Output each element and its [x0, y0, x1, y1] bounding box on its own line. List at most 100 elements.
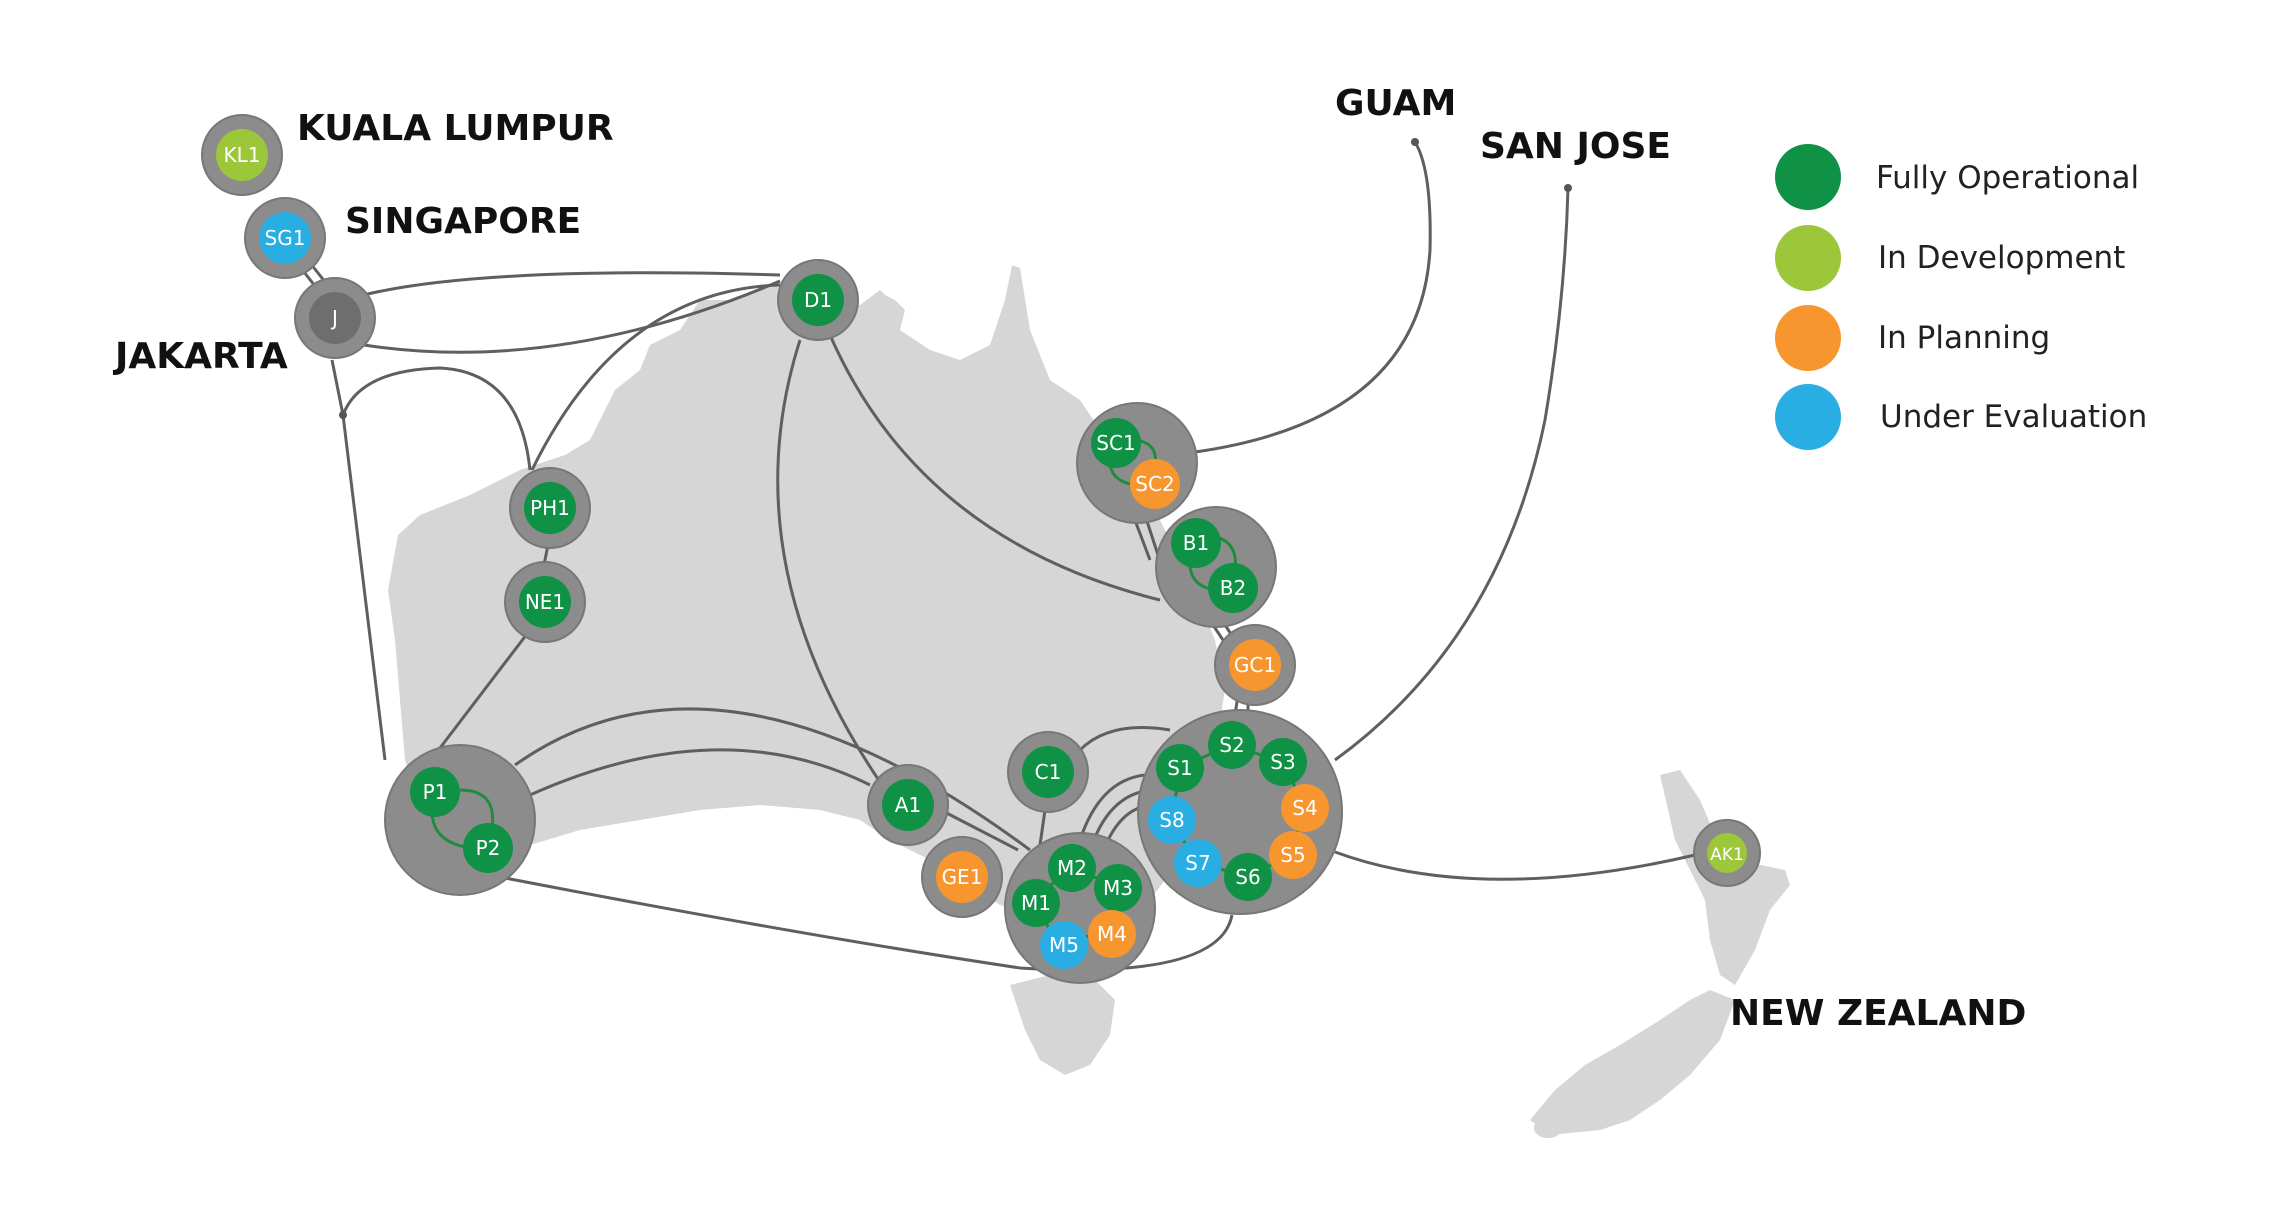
link-junction-ph1 [341, 366, 532, 471]
node-M4[interactable]: M4 [1088, 910, 1136, 958]
svg-text:SC1: SC1 [1096, 431, 1135, 455]
legend: Fully Operational In Development In Plan… [1775, 144, 2147, 450]
svg-text:S4: S4 [1292, 796, 1317, 820]
svg-text:S5: S5 [1280, 843, 1305, 867]
node-KL1[interactable]: KL1 [216, 129, 268, 181]
link-m-s-1 [1078, 773, 1146, 841]
link-d1-a1 [776, 339, 882, 783]
link-d1-b1 [828, 334, 1161, 602]
svg-text:S8: S8 [1159, 808, 1184, 832]
link-s-ak1 [1334, 850, 1696, 881]
sanjose-landing-dot [1564, 184, 1572, 192]
node-J[interactable]: J [309, 292, 361, 344]
node-B1[interactable]: B1 [1171, 518, 1221, 568]
label-new-zealand: NEW ZEALAND [1730, 993, 2026, 1034]
label-kuala-lumpur: KUALA LUMPUR [297, 108, 614, 149]
node-SG1[interactable]: SG1 [259, 212, 311, 264]
node-S1[interactable]: S1 [1156, 744, 1204, 792]
node-S5[interactable]: S5 [1269, 831, 1317, 879]
link-p2-m-south [504, 876, 1234, 972]
node-P1[interactable]: P1 [410, 767, 460, 817]
svg-text:M3: M3 [1103, 876, 1133, 900]
node-SC1[interactable]: SC1 [1091, 418, 1141, 468]
node-PH1[interactable]: PH1 [524, 482, 576, 534]
nodes: KL1 SG1 J D1 PH1 NE1 P1 P2 A1 C1 GE1 M1 … [216, 129, 1747, 969]
link-p1-a1 [529, 748, 871, 797]
svg-text:M4: M4 [1097, 922, 1127, 946]
svg-text:Under Evaluation: Under Evaluation [1880, 399, 2147, 435]
svg-text:S2: S2 [1219, 733, 1244, 757]
label-singapore: SINGAPORE [345, 201, 581, 242]
svg-text:D1: D1 [804, 288, 832, 312]
node-M2[interactable]: M2 [1048, 844, 1096, 892]
tasmania-landmass [1010, 975, 1115, 1075]
link-a1-m [934, 805, 1019, 852]
link-sc1-guam [1194, 141, 1432, 454]
node-AK1[interactable]: AK1 [1707, 833, 1747, 873]
link-j-d1-north [344, 271, 781, 302]
svg-text:M1: M1 [1021, 891, 1051, 915]
node-S6[interactable]: S6 [1224, 853, 1272, 901]
link-j-d1 [363, 279, 781, 354]
landmasses [388, 265, 1790, 1138]
svg-text:B1: B1 [1183, 531, 1209, 555]
node-GE1[interactable]: GE1 [936, 851, 988, 903]
label-jakarta: JAKARTA [112, 336, 288, 377]
svg-text:SC2: SC2 [1135, 472, 1174, 496]
legend-item-in-development: In Development [1775, 225, 2125, 291]
svg-text:A1: A1 [895, 793, 921, 817]
node-NE1[interactable]: NE1 [519, 576, 571, 628]
node-M5[interactable]: M5 [1040, 921, 1088, 969]
node-D1[interactable]: D1 [792, 274, 844, 326]
junction-dots [339, 138, 1572, 419]
svg-text:S7: S7 [1185, 851, 1210, 875]
link-ne1-p1 [438, 629, 532, 749]
svg-text:S6: S6 [1235, 865, 1260, 889]
svg-text:AK1: AK1 [1710, 845, 1744, 865]
link-s-sanjose [1334, 187, 1570, 762]
svg-text:GE1: GE1 [942, 865, 983, 889]
svg-text:NE1: NE1 [525, 590, 565, 614]
svg-text:B2: B2 [1220, 576, 1246, 600]
node-M1[interactable]: M1 [1012, 879, 1060, 927]
place-labels: KUALA LUMPUR SINGAPORE JAKARTA GUAM SAN … [112, 83, 2026, 1034]
svg-text:GC1: GC1 [1234, 653, 1276, 677]
node-S7[interactable]: S7 [1174, 839, 1222, 887]
link-c1-m [1038, 809, 1047, 846]
svg-text:P2: P2 [476, 836, 501, 860]
legend-item-fully-operational: Fully Operational [1775, 144, 2139, 210]
stewart-island [1534, 1118, 1562, 1138]
new-zealand-south-island [1530, 990, 1735, 1135]
label-guam: GUAM [1335, 83, 1456, 124]
node-S4[interactable]: S4 [1281, 784, 1329, 832]
svg-text:Fully Operational: Fully Operational [1876, 160, 2139, 196]
svg-text:In Planning: In Planning [1878, 320, 2050, 356]
svg-text:KL1: KL1 [224, 143, 261, 167]
site-perth[interactable] [384, 744, 536, 896]
site-brisbane[interactable] [1155, 506, 1277, 628]
svg-text:M5: M5 [1049, 933, 1079, 957]
svg-text:SG1: SG1 [265, 226, 306, 250]
node-GC1[interactable]: GC1 [1229, 639, 1281, 691]
svg-text:C1: C1 [1035, 760, 1062, 784]
node-SC2[interactable]: SC2 [1130, 459, 1180, 509]
node-A1[interactable]: A1 [882, 779, 934, 831]
node-M3[interactable]: M3 [1094, 864, 1142, 912]
legend-item-under-evaluation: Under Evaluation [1775, 384, 2147, 450]
svg-text:M2: M2 [1057, 856, 1087, 880]
link-ph1-d1 [530, 283, 781, 471]
svg-text:P1: P1 [423, 780, 448, 804]
node-P2[interactable]: P2 [463, 823, 513, 873]
svg-text:S1: S1 [1167, 756, 1192, 780]
guam-landing-dot [1411, 138, 1419, 146]
node-B2[interactable]: B2 [1208, 563, 1258, 613]
node-C1[interactable]: C1 [1022, 746, 1074, 798]
svg-text:S3: S3 [1270, 750, 1295, 774]
node-S8[interactable]: S8 [1148, 796, 1196, 844]
node-S3[interactable]: S3 [1259, 738, 1307, 786]
node-S2[interactable]: S2 [1208, 721, 1256, 769]
svg-text:PH1: PH1 [530, 496, 570, 520]
site-sunshine-coast[interactable] [1076, 402, 1198, 524]
link-j-p1 [330, 359, 387, 761]
